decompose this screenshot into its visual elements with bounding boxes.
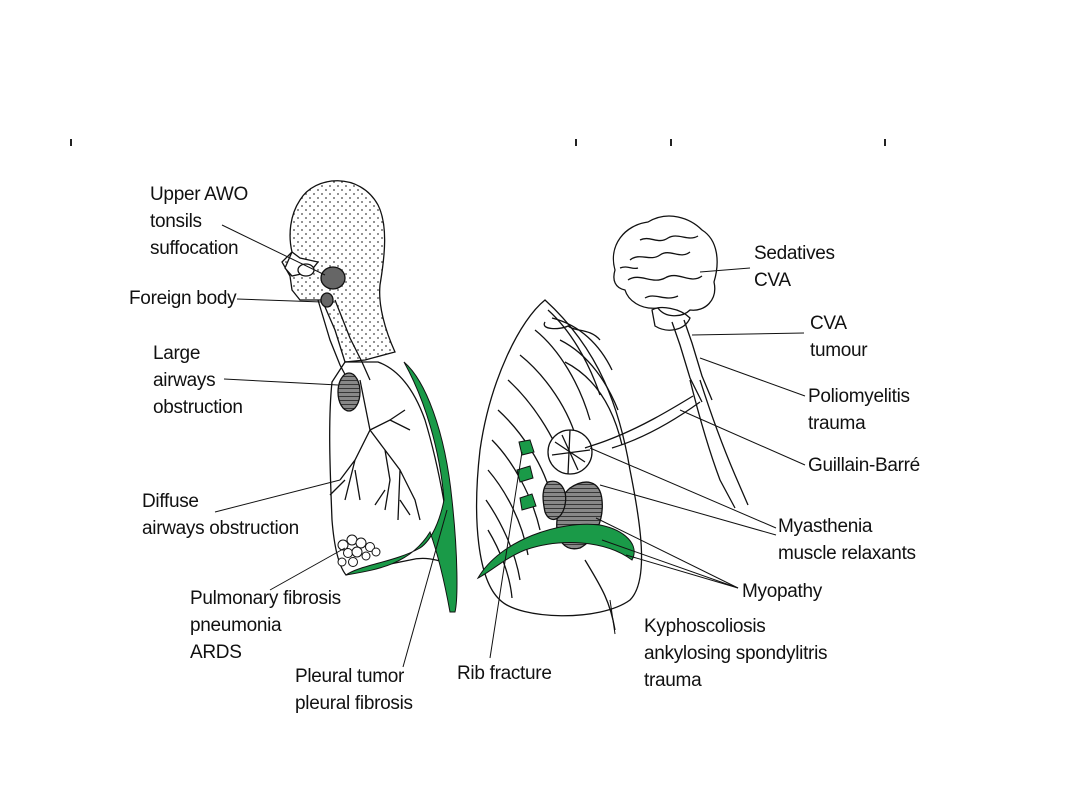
pleura-green	[345, 361, 458, 613]
diaphragm-green	[476, 523, 635, 580]
head-torso-figure	[281, 180, 453, 576]
nervous-system-figure	[584, 215, 749, 509]
fibrosis-alveoli	[337, 534, 381, 567]
brain	[612, 215, 718, 317]
foreign-body-mass	[320, 292, 334, 308]
ribcage-green	[476, 439, 635, 580]
large-airway-mass	[337, 372, 361, 412]
label-foreign-body: Foreign body	[129, 288, 237, 309]
cropped-header-marks	[70, 139, 886, 146]
label-rib-fracture: Rib fracture	[457, 663, 552, 684]
leader-lines	[214, 224, 806, 668]
label-guillain-barre: Guillain-Barré	[808, 455, 920, 476]
lung-outline	[329, 361, 453, 576]
tonsil-mass	[320, 266, 346, 290]
ribcage-outline	[475, 299, 643, 617]
ribcage-figure	[475, 299, 643, 631]
cerebellum	[651, 307, 691, 331]
spinal-cord	[671, 321, 703, 403]
label-myopathy: Myopathy	[742, 581, 822, 602]
peripheral-nerve	[584, 395, 694, 449]
bronchial-tree	[329, 379, 421, 521]
